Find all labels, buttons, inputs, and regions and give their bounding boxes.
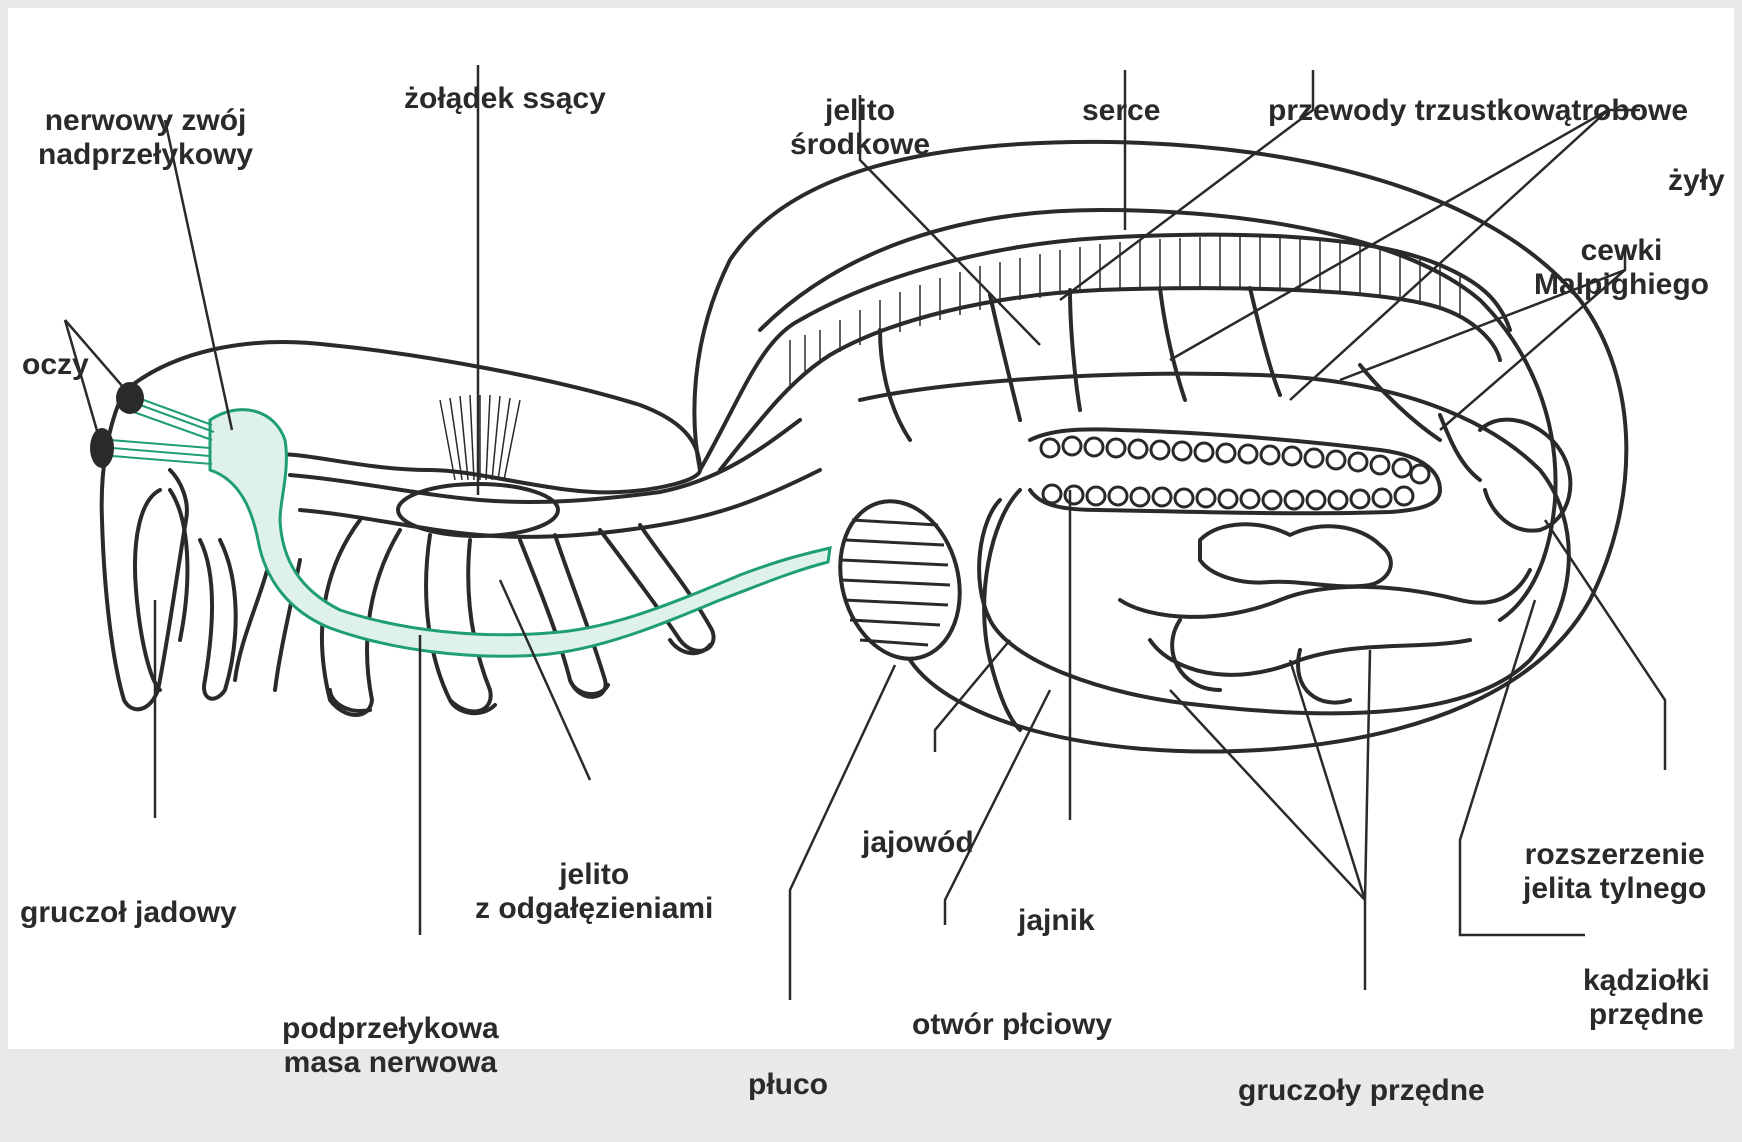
label-pancreatic-ducts: przewody trzustkowątrobowe	[1268, 26, 1688, 162]
eye-upper-icon	[116, 382, 144, 414]
label-venom-gland: gruczoł jadowy	[20, 828, 237, 964]
label-silk-glands: gruczoły przędne	[1238, 1006, 1485, 1142]
label-lung: płuco	[748, 1000, 828, 1136]
label-genital-opening: otwór płciowy	[912, 940, 1112, 1076]
label-oviduct: jajowód	[862, 758, 974, 894]
label-sucking-stomach: żołądek ssący	[404, 14, 606, 150]
label-eyes: oczy	[22, 280, 89, 416]
label-heart: serce	[1082, 26, 1160, 162]
